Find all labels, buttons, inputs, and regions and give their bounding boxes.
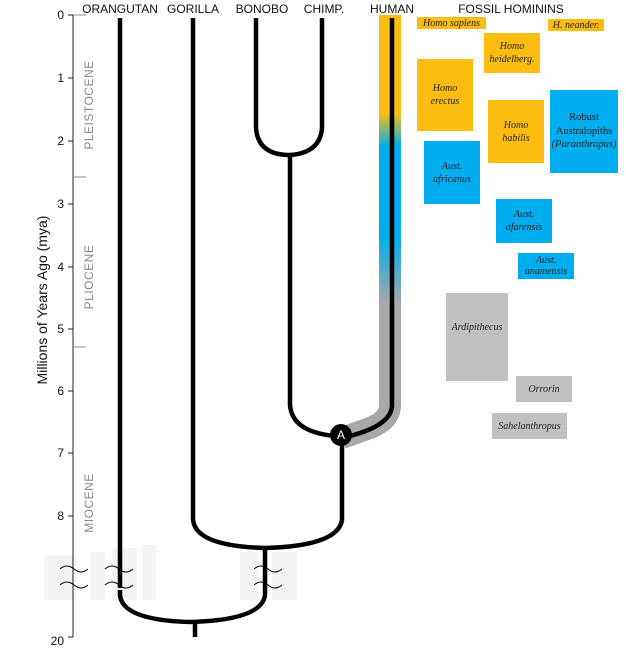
box-line: Homo — [432, 83, 458, 94]
tick-label: 0 — [57, 8, 64, 22]
fossil-aust-afarensis: Aust. afarensis — [496, 199, 552, 243]
fossil-ardipithecus: Ardipithecus — [446, 293, 508, 381]
header-orangutan: ORANGUTAN — [82, 2, 158, 16]
header-fossil-hominins: FOSSIL HOMININS — [458, 2, 564, 16]
fossil-aust-africanus: Aust.africanus — [424, 141, 480, 204]
box-line: anamensis — [524, 266, 568, 277]
box-line: Aust. — [535, 254, 557, 266]
fossil-aust-anamensis: Aust.anamensis — [518, 253, 574, 279]
epoch-pliocene: PLIOCENE — [82, 244, 96, 310]
fossil-h-neander: H. neander. — [548, 19, 604, 31]
human-lineage-band — [338, 15, 401, 449]
header-bonobo: BONOBO — [235, 2, 289, 16]
box-line: africanus — [433, 173, 471, 185]
tick-label: 6 — [57, 384, 64, 398]
tick-label: 1 — [57, 71, 64, 85]
box-line: Australopiths — [555, 125, 613, 137]
box-line: afarensis — [505, 222, 543, 233]
fossil-homo-sapiens: Homo sapiens — [417, 17, 486, 29]
box-line: Robust — [569, 112, 599, 124]
header-gorilla: GORILLA — [166, 2, 220, 16]
box-line: Aust. — [513, 209, 535, 220]
tick-label: 3 — [57, 197, 64, 211]
header-human: HUMAN — [370, 2, 414, 16]
tick-label: 7 — [57, 446, 64, 460]
tick-label: 4 — [57, 260, 64, 274]
node-a-marker: A — [330, 424, 352, 446]
tick-label: 5 — [57, 322, 64, 336]
break-marks — [59, 565, 283, 589]
fossil-sahelanthropus: Sahelanthropus — [492, 413, 567, 439]
tick-label: 2 — [57, 134, 64, 148]
box-line: habilis — [502, 132, 530, 144]
header-chimp: CHIMP. — [303, 2, 345, 16]
tick-label: 20 — [50, 634, 64, 648]
time-axis — [68, 14, 86, 638]
box-line: Homo — [499, 41, 525, 52]
box-line: (Paranthropus) — [551, 139, 617, 151]
tree-branches — [117, 18, 395, 637]
box-line: erectus — [430, 96, 460, 107]
box-line: heidelberg. — [489, 54, 535, 65]
fossil-homo-heidelberg: Homo heidelberg. — [484, 33, 540, 73]
epoch-miocene: MIOCENE — [82, 473, 96, 533]
y-axis-label: Millions of Years Ago (mya) — [34, 215, 50, 385]
box-line: Aust. — [441, 160, 463, 172]
epoch-pleistocene: PLEISTOCENE — [82, 60, 96, 150]
axis-break-shading — [44, 545, 297, 600]
fossil-homo-erectus: Homo erectus — [417, 59, 473, 131]
fossil-orrorin: Orrorin — [516, 376, 572, 402]
tick-label: 8 — [57, 509, 64, 523]
box-line: Homo — [503, 119, 529, 131]
